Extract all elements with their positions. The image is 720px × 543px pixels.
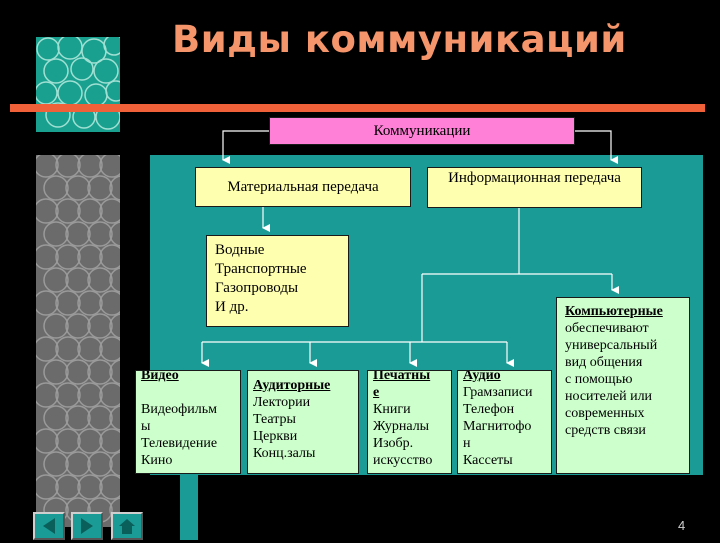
home-button[interactable] bbox=[111, 512, 143, 540]
page-number: 4 bbox=[678, 518, 686, 533]
computer-node: Компьютерные обеспечивают универсальный … bbox=[556, 297, 690, 474]
material-item: Транспортные bbox=[215, 261, 307, 277]
prev-icon bbox=[43, 518, 55, 534]
audio-node: Аудио Грамзаписи Телефон Магнитофо н Кас… bbox=[457, 370, 552, 474]
decorative-pattern-top bbox=[36, 37, 120, 132]
audio-line: Кассеты bbox=[463, 453, 513, 468]
auditorium-line: Церкви bbox=[253, 429, 298, 444]
video-node: Видео Видеофильм ы Телевидение Кино bbox=[135, 370, 241, 474]
prev-button[interactable] bbox=[33, 512, 65, 540]
video-line: Кино bbox=[141, 453, 173, 468]
auditorium-line: Лектории bbox=[253, 395, 311, 410]
material-items-box: Водные Транспортные Газопроводы И др. bbox=[206, 235, 349, 327]
auditorium-line: Конц.залы bbox=[253, 446, 316, 461]
audio-line: Телефон bbox=[463, 402, 515, 417]
material-item: И др. bbox=[215, 299, 249, 315]
computer-line: средств связи bbox=[565, 423, 646, 438]
computer-line: обеспечивают bbox=[565, 321, 649, 336]
video-line: Телевидение bbox=[141, 436, 218, 451]
print-line: искусство bbox=[373, 453, 433, 468]
video-line: Видеофильм bbox=[141, 402, 217, 417]
computer-line: вид общения bbox=[565, 355, 643, 370]
title-underline bbox=[10, 104, 705, 112]
audio-line: н bbox=[463, 436, 471, 451]
computer-heading: Компьютерные bbox=[565, 304, 663, 319]
auditorium-node: Аудиторные Лектории Театры Церкви Конц.з… bbox=[247, 370, 359, 474]
material-item: Газопроводы bbox=[215, 280, 299, 296]
audio-line: Магнитофо bbox=[463, 419, 532, 434]
print-line: Книги bbox=[373, 402, 411, 417]
print-node: Печатны е Книги Журналы Изобр. искусство bbox=[367, 370, 452, 474]
video-line bbox=[141, 384, 240, 401]
material-node: Материальная передача bbox=[195, 167, 411, 207]
video-heading: Видео bbox=[141, 370, 179, 383]
audio-line: Грамзаписи bbox=[463, 385, 533, 400]
next-icon bbox=[81, 518, 93, 534]
slide-title: Виды коммуникаций bbox=[172, 18, 627, 61]
material-item: Водные bbox=[215, 242, 265, 258]
informational-node: Информационная передача bbox=[427, 167, 642, 208]
computer-line: носителей или bbox=[565, 389, 653, 404]
next-button[interactable] bbox=[71, 512, 103, 540]
home-icon bbox=[119, 519, 135, 534]
computer-line: универсальный bbox=[565, 338, 658, 353]
panel-strip bbox=[180, 475, 198, 540]
auditorium-line: Театры bbox=[253, 412, 296, 427]
audio-heading: Аудио bbox=[463, 370, 501, 383]
print-line: Журналы bbox=[373, 419, 430, 434]
computer-line: с помощью bbox=[565, 372, 633, 387]
print-line: Изобр. bbox=[373, 436, 414, 451]
root-node: Коммуникации bbox=[269, 117, 575, 145]
computer-line: современных bbox=[565, 406, 645, 421]
print-heading: Печатны bbox=[373, 370, 431, 383]
print-heading-cont: е bbox=[373, 385, 380, 400]
decorative-pattern-left bbox=[36, 155, 120, 527]
video-line: ы bbox=[141, 419, 151, 434]
auditorium-heading: Аудиторные bbox=[253, 378, 331, 393]
